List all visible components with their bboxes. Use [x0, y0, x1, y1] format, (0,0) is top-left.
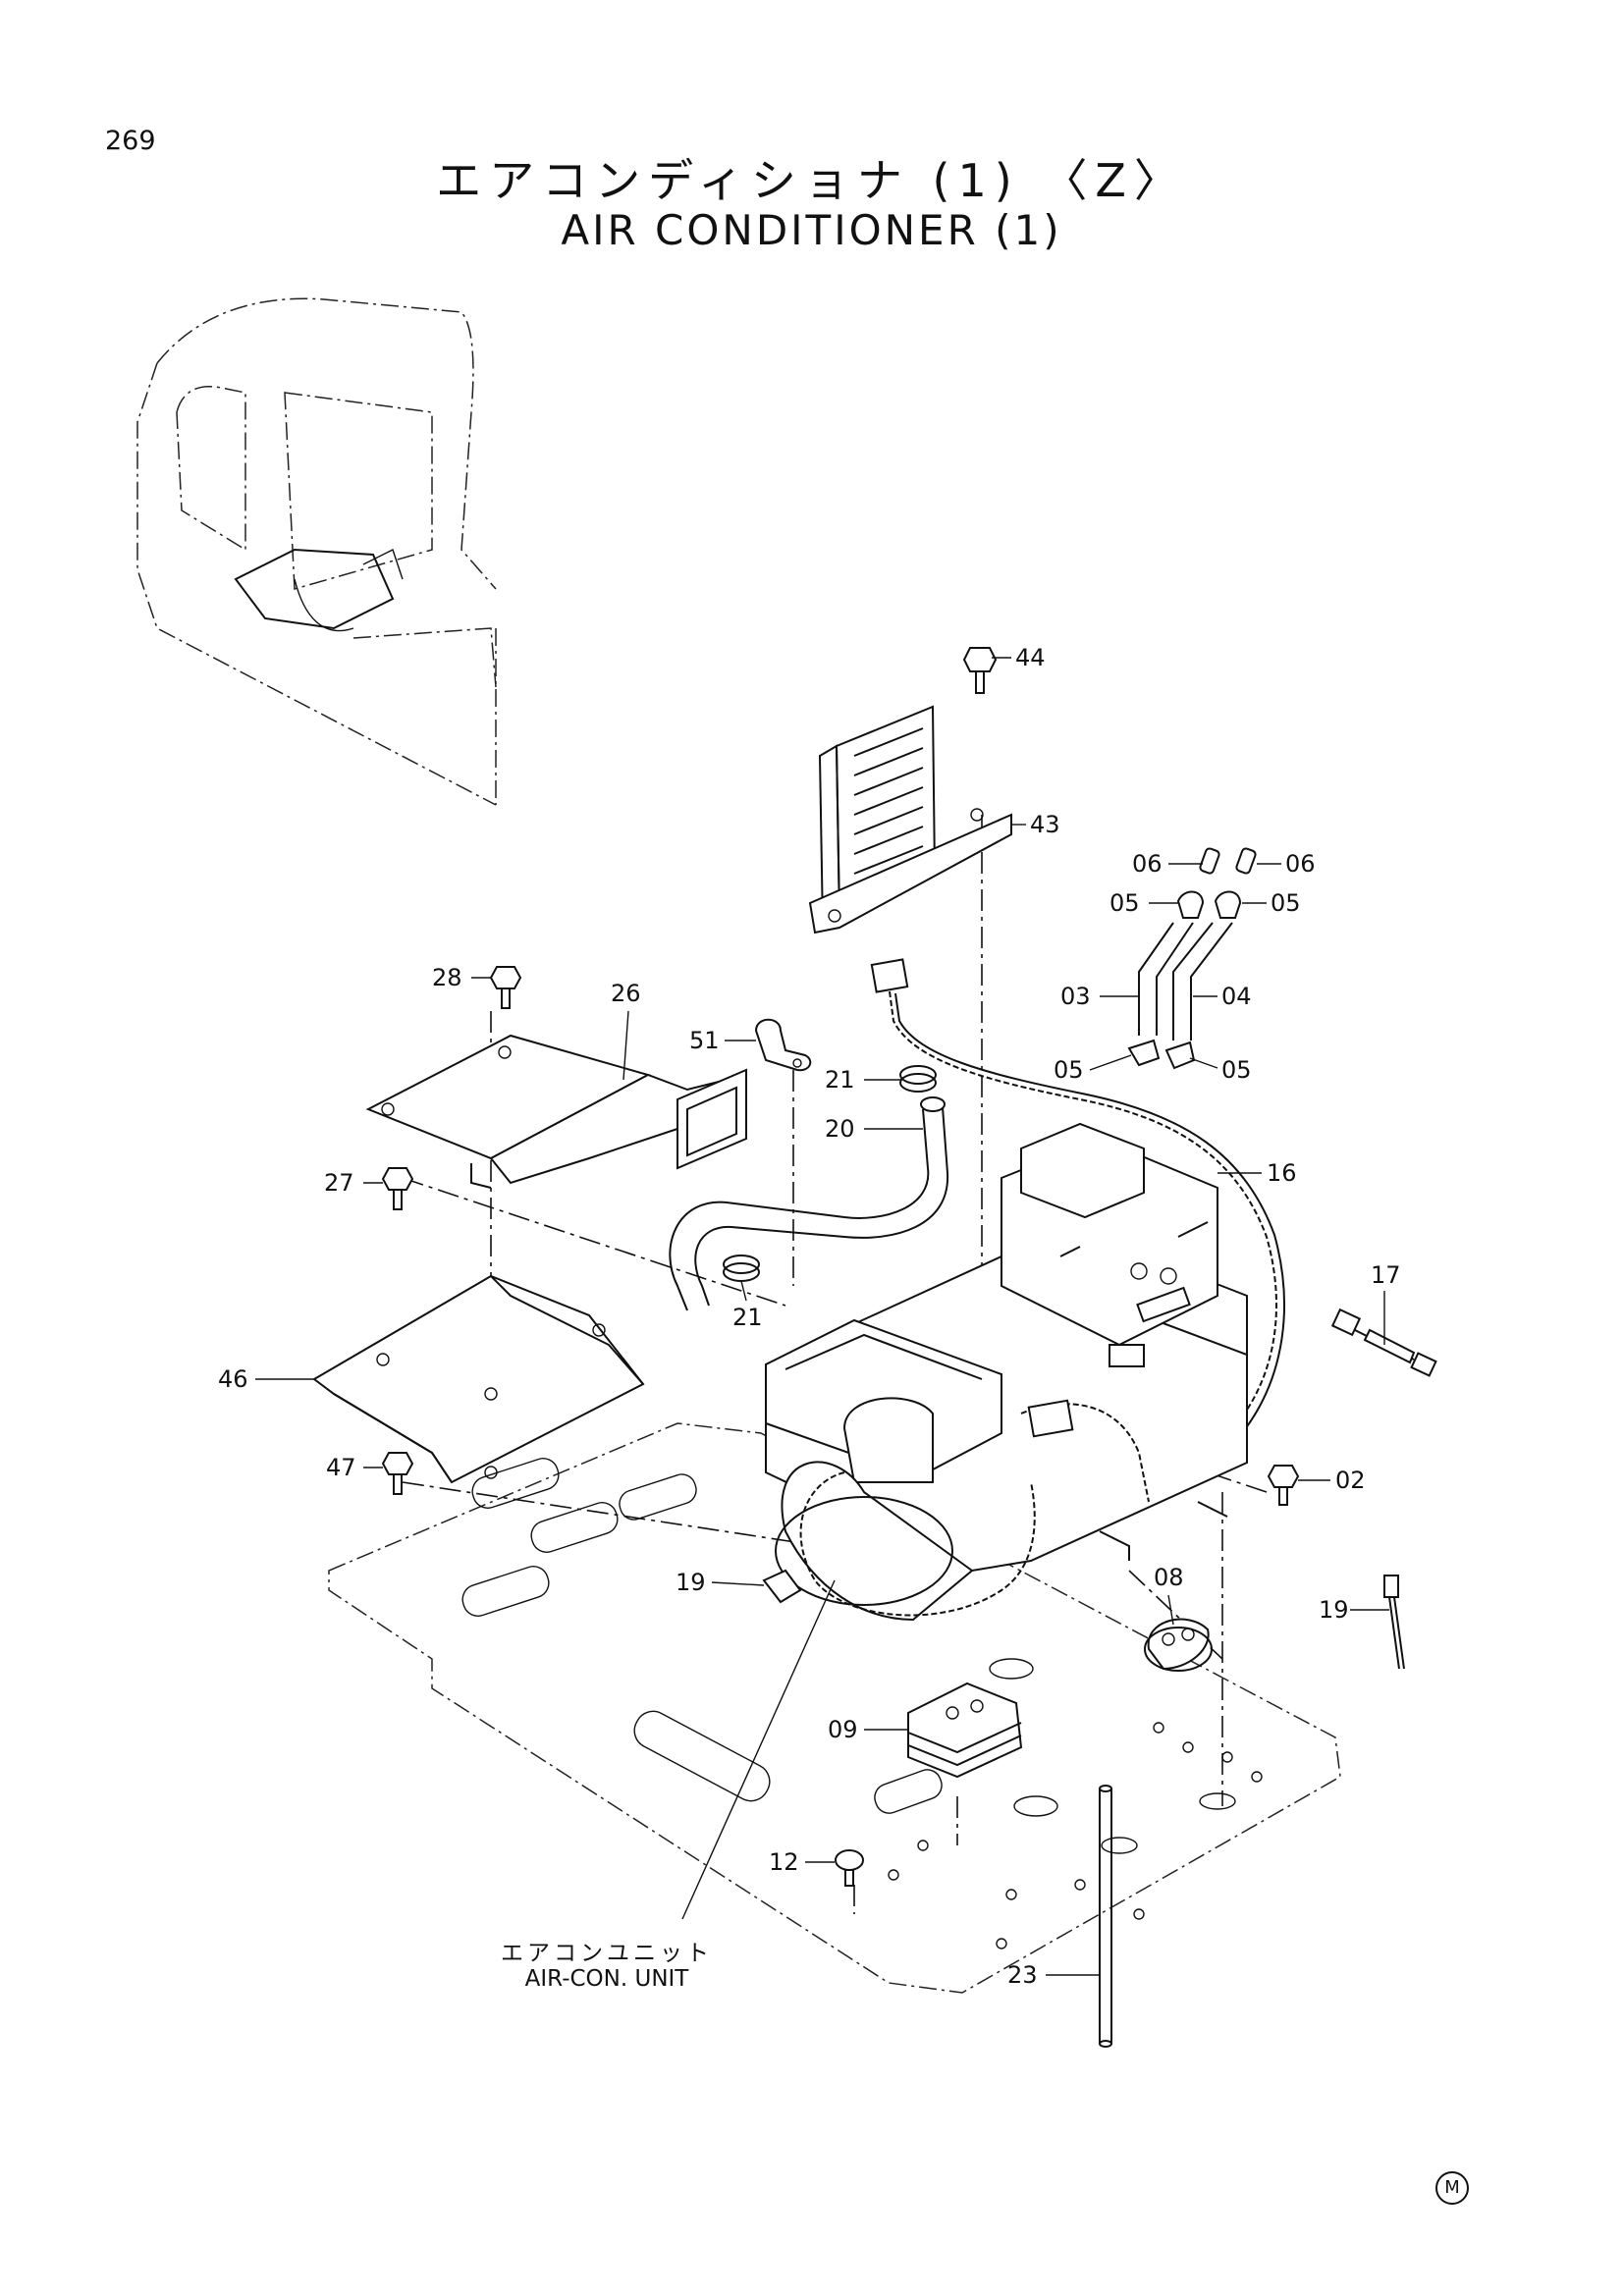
part-12-screw-icon: [835, 1849, 864, 1887]
part-44-bolt-icon: [962, 647, 998, 694]
callout-06-left: 06: [1132, 850, 1163, 878]
callout-28: 28: [432, 964, 462, 991]
callout-05-upper-left: 05: [1109, 889, 1140, 917]
callout-26: 26: [611, 980, 641, 1007]
callout-03: 03: [1060, 983, 1091, 1010]
callout-05-lower-right: 05: [1221, 1056, 1252, 1084]
part-19-cable-tie-left: [762, 1569, 802, 1604]
callout-05-upper-right: 05: [1271, 889, 1301, 917]
part-51-clamp: [754, 1018, 812, 1072]
part-27-bolt-icon: [381, 1167, 414, 1210]
callout-27: 27: [324, 1169, 354, 1197]
callout-46: 46: [218, 1365, 248, 1393]
callout-43: 43: [1030, 811, 1060, 838]
part-46-bracket: [312, 1274, 645, 1484]
callout-44: 44: [1015, 644, 1046, 671]
callout-19-left: 19: [676, 1569, 706, 1596]
callout-leaders: [255, 657, 1389, 1976]
part-03-04-pipes: [1138, 922, 1233, 1041]
callout-04: 04: [1221, 983, 1252, 1010]
callout-labels: 44 43 06 06 05 05 03 04 05 05 28 26 51 2…: [218, 644, 1401, 1989]
callout-16: 16: [1267, 1159, 1297, 1187]
part-16-harness: [870, 958, 1285, 1430]
part-06-fitting-icon: [1199, 847, 1257, 875]
circled-m-mark: M: [1435, 2171, 1469, 2205]
part-26-duct: [365, 1034, 747, 1189]
title-japanese: エアコンディショナ (1) 〈Z〉: [436, 154, 1187, 207]
part-23-rod: [1099, 1785, 1112, 2048]
callout-23: 23: [1007, 1961, 1038, 1989]
part-19-cable-tie-right: [1383, 1575, 1405, 1670]
title-english: AIR CONDITIONER (1): [561, 206, 1062, 254]
callout-19-right: 19: [1319, 1596, 1349, 1624]
part-17-resistor: [1330, 1308, 1437, 1377]
part-02-bolt-icon: [1267, 1465, 1300, 1506]
part-08-grommet: [1144, 1618, 1213, 1672]
callout-51: 51: [689, 1027, 720, 1054]
air-con-unit-body: [765, 1122, 1248, 1622]
part-09-seal: [907, 1682, 1023, 1779]
part-20-hose: [669, 1096, 949, 1311]
part-43-bracket: [808, 705, 1012, 934]
callout-12: 12: [769, 1848, 799, 1876]
floor-plate: [328, 1422, 1341, 1994]
part-05-fitting-icon: [1127, 890, 1242, 1070]
page-number: 269: [105, 126, 156, 156]
callout-06-right: 06: [1285, 850, 1316, 878]
callout-02: 02: [1335, 1467, 1366, 1494]
part-21-clamp-lower: [723, 1255, 760, 1282]
callout-08: 08: [1154, 1564, 1184, 1591]
callout-47: 47: [326, 1454, 356, 1481]
callout-21-upper: 21: [825, 1066, 855, 1094]
part-47-bolt-icon: [381, 1452, 414, 1495]
callout-21-lower: 21: [732, 1304, 763, 1331]
callout-05-lower-left: 05: [1054, 1056, 1084, 1084]
callout-09: 09: [828, 1716, 858, 1743]
callout-20: 20: [825, 1115, 855, 1143]
part-21-clamp-upper: [899, 1065, 937, 1093]
air-con-unit-label-japanese: エアコンユニット: [501, 1941, 713, 1966]
part-28-bolt-icon: [489, 966, 522, 1009]
callout-17: 17: [1371, 1261, 1401, 1289]
air-con-unit-label-english: AIR-CON. UNIT: [524, 1966, 689, 1992]
cab-inset-illustration: [136, 297, 497, 806]
air-con-unit-pointer-line: [681, 1579, 836, 1920]
